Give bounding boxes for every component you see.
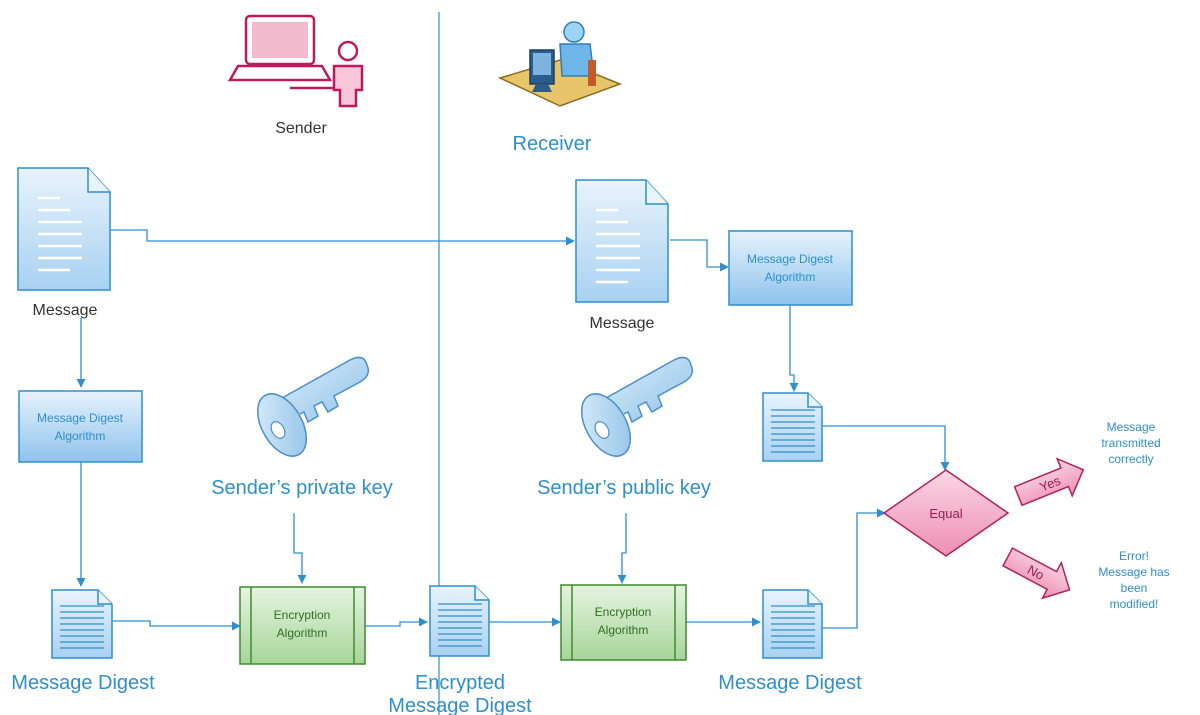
connector-digest-to-encryption bbox=[112, 620, 241, 631]
receiver-computed-digest-document-icon bbox=[762, 392, 823, 462]
connector-computed-digest-to-equal bbox=[822, 425, 950, 471]
encrypted-digest-document-icon bbox=[429, 585, 490, 657]
private-key-icon bbox=[256, 356, 370, 457]
encrypted-digest-label-line2: Message Digest bbox=[388, 695, 532, 715]
sender-digest-algorithm-line2: Algorithm bbox=[55, 429, 106, 443]
receiver-digest-algorithm-box: Message Digest Algorithm bbox=[728, 230, 853, 306]
sender-person-icon bbox=[332, 40, 364, 108]
receiver-encryption-algorithm-box: Encryption Algorithm bbox=[560, 584, 687, 661]
connector-message-to-receiver bbox=[110, 229, 575, 246]
sender-message-label: Message bbox=[33, 302, 98, 319]
receiver-decrypted-digest-document-icon bbox=[762, 589, 823, 659]
error-line-4: modified! bbox=[1110, 597, 1159, 611]
connector-receiver-alg-to-digest bbox=[789, 305, 799, 392]
equal-label: Equal bbox=[929, 506, 962, 521]
sender-digest-algorithm-line1: Message Digest bbox=[37, 411, 124, 425]
sender-laptop-icon bbox=[227, 14, 334, 90]
public-key-icon bbox=[580, 356, 694, 457]
error-line-2: Message has bbox=[1098, 565, 1169, 579]
receiver-label: Receiver bbox=[513, 133, 592, 155]
receiver-digest-algorithm-line1: Message Digest bbox=[747, 252, 834, 266]
receiver-workstation-icon bbox=[497, 21, 623, 107]
success-line-2: transmitted bbox=[1101, 436, 1160, 450]
receiver-encryption-line2: Algorithm bbox=[598, 623, 649, 637]
success-outcome-text: Message transmitted correctly bbox=[1101, 420, 1160, 466]
receiver-message-document-icon bbox=[575, 179, 669, 303]
private-key-label: Sender’s private key bbox=[211, 477, 393, 499]
public-key-label: Sender’s public key bbox=[537, 477, 711, 499]
connector-decrypted-digest-to-equal bbox=[822, 508, 886, 629]
connector-public-key-to-decryption bbox=[617, 513, 627, 584]
connectors bbox=[76, 229, 950, 631]
no-label: No bbox=[1025, 562, 1047, 583]
receiver-digest-algorithm-line2: Algorithm bbox=[765, 270, 816, 284]
encrypted-digest-label-line1: Encrypted bbox=[415, 672, 505, 694]
connector-private-key-to-encryption bbox=[293, 513, 307, 584]
no-arrow-icon: No bbox=[1002, 547, 1071, 600]
sender-digest-algorithm-box: Message Digest Algorithm bbox=[18, 390, 143, 463]
sender-digest-label: Message Digest bbox=[11, 672, 155, 694]
sender-encryption-line1: Encryption bbox=[274, 608, 331, 622]
sender-digest-document-icon bbox=[51, 589, 113, 659]
yes-arrow-icon: Yes bbox=[1013, 457, 1085, 507]
connector-message-to-receiver-alg bbox=[670, 239, 729, 272]
connector-encryption-to-encrypted bbox=[365, 617, 428, 627]
error-line-3: been bbox=[1121, 581, 1148, 595]
receiver-encryption-line1: Encryption bbox=[595, 605, 652, 619]
error-line-1: Error! bbox=[1119, 549, 1149, 563]
success-line-1: Message bbox=[1107, 420, 1156, 434]
error-outcome-text: Error! Message has been modified! bbox=[1098, 549, 1169, 611]
sender-label: Sender bbox=[275, 120, 327, 137]
equal-decision-diamond: Equal bbox=[882, 469, 1010, 557]
success-line-3: correctly bbox=[1108, 452, 1153, 466]
sender-encryption-line2: Algorithm bbox=[277, 626, 328, 640]
receiver-message-label: Message bbox=[590, 315, 655, 332]
sender-encryption-algorithm-box: Encryption Algorithm bbox=[239, 586, 366, 665]
sender-message-document-icon bbox=[17, 167, 111, 291]
receiver-digest-label: Message Digest bbox=[718, 672, 862, 694]
